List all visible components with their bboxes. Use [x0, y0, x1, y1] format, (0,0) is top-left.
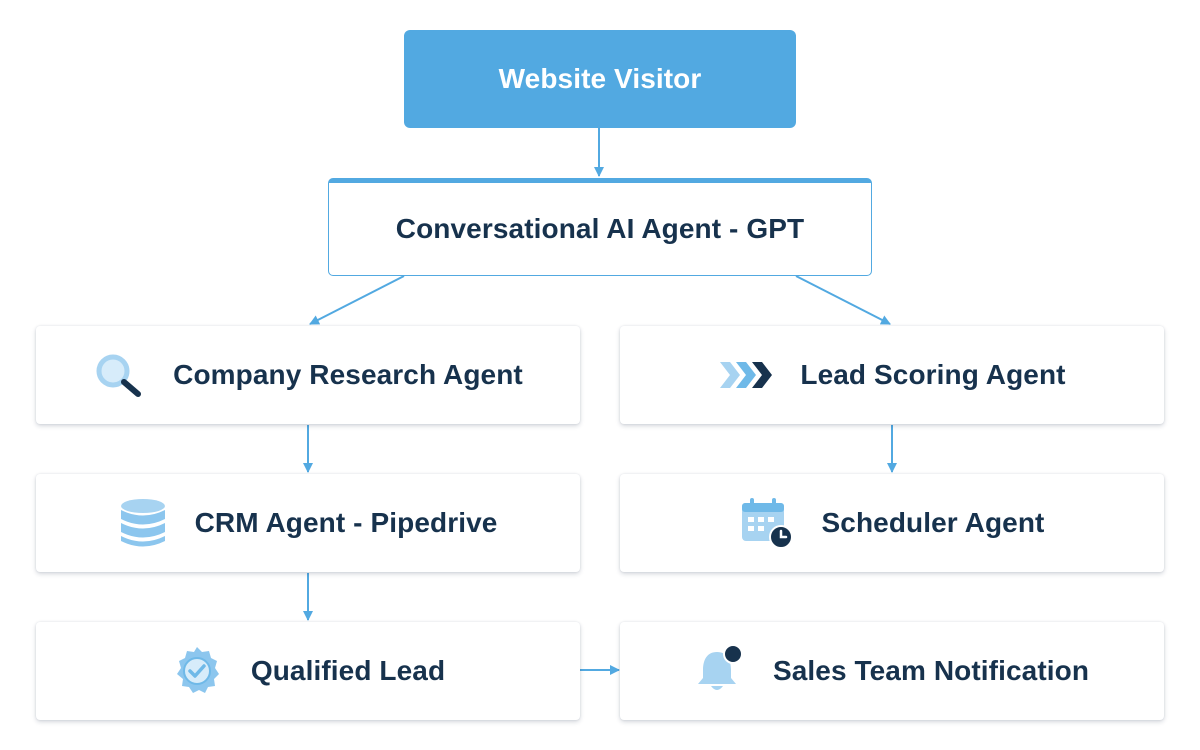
crm-agent-label: CRM Agent - Pipedrive — [194, 507, 498, 538]
scheduler-agent-label: Scheduler Agent — [821, 507, 1045, 538]
sales-team-notification-label: Sales Team Notification — [772, 655, 1090, 686]
chevrons-icon — [718, 360, 773, 390]
lead-scoring-agent-node: Lead Scoring Agent — [620, 326, 1164, 424]
website-visitor-node: Website Visitor — [404, 30, 796, 128]
qualified-lead-node: Qualified Lead — [36, 622, 580, 720]
bell-icon — [695, 644, 745, 698]
website-visitor-label: Website Visitor — [498, 63, 702, 94]
company-research-agent-label: Company Research Agent — [173, 359, 523, 390]
crm-agent-node: CRM Agent - Pipedrive — [36, 474, 580, 572]
conversational-ai-agent-label: Conversational AI Agent - GPT — [395, 213, 805, 244]
arrow-gpt-to-scoring — [795, 275, 891, 325]
database-icon — [119, 497, 167, 549]
arrow-gpt-to-research — [309, 275, 405, 325]
magnifier-icon — [93, 351, 145, 399]
lead-scoring-agent-label: Lead Scoring Agent — [800, 359, 1066, 390]
scheduler-agent-node: Scheduler Agent — [620, 474, 1164, 572]
conversational-ai-agent-node: Conversational AI Agent - GPT — [328, 178, 872, 276]
calendar-clock-icon — [740, 497, 794, 549]
qualified-lead-label: Qualified Lead — [250, 655, 446, 686]
sales-team-notification-node: Sales Team Notification — [620, 622, 1164, 720]
verified-badge-icon — [171, 645, 223, 697]
company-research-agent-node: Company Research Agent — [36, 326, 580, 424]
